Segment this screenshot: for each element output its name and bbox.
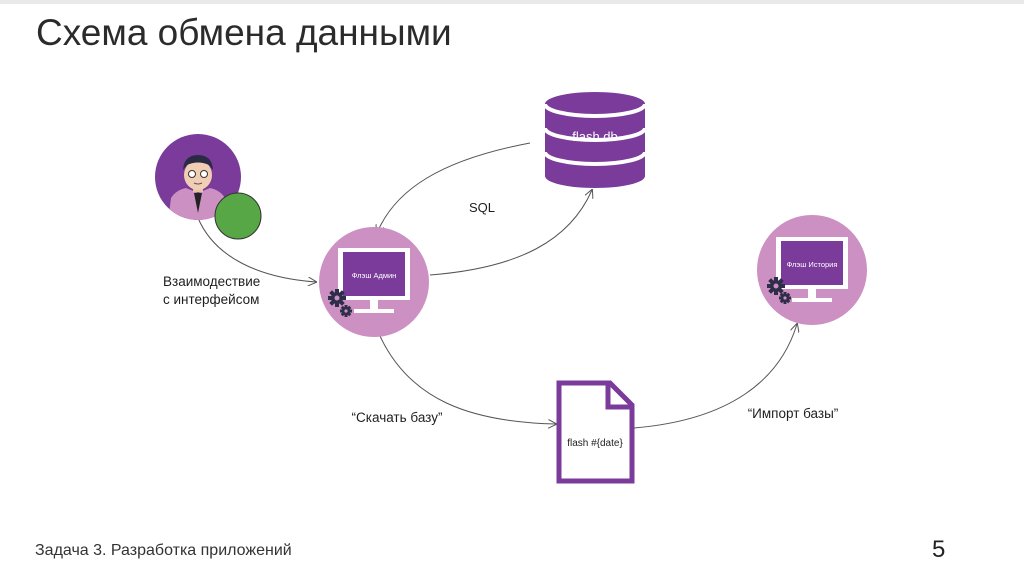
user-avatar-icon — [155, 134, 241, 220]
file-node: flash #{date} — [556, 380, 635, 484]
status-green-circle — [214, 192, 262, 240]
slide-footer: Задача 3. Разработка приложений — [35, 542, 292, 559]
download-label: “Скачать базу” — [352, 410, 443, 425]
page-number: 5 — [932, 536, 946, 563]
slide-title: Схема обмена данными — [36, 12, 452, 53]
gear-icon — [328, 289, 352, 317]
database-icon — [543, 92, 647, 188]
arrow-file-to-history — [633, 324, 797, 429]
database-label: flash.db — [572, 129, 618, 144]
monitor-icon — [776, 237, 848, 302]
interaction-label-line1: Взаимодествие — [163, 274, 260, 289]
sql-label: SQL — [469, 200, 495, 215]
interaction-label-line2: с интерфейсом — [163, 292, 259, 307]
database-node: flash.db — [543, 92, 647, 188]
gear-icon — [767, 277, 791, 304]
arrow-user-to-admin — [197, 217, 316, 282]
history-app-node: Флэш История — [757, 215, 867, 325]
arrow-admin-to-file — [379, 335, 556, 424]
file-label: flash #{date} — [567, 438, 623, 449]
import-label: “Импорт базы” — [748, 406, 839, 421]
admin-app-label: Флэш Админ — [352, 271, 397, 280]
monitor-icon — [338, 248, 410, 313]
history-app-label: Флэш История — [787, 260, 838, 269]
admin-app-node: Флэш Админ — [319, 227, 429, 337]
arrow-admin-to-db — [429, 190, 592, 276]
top-border — [0, 0, 1024, 4]
file-icon — [556, 380, 635, 484]
user-node — [155, 134, 262, 240]
arrow-db-to-admin — [377, 142, 531, 233]
